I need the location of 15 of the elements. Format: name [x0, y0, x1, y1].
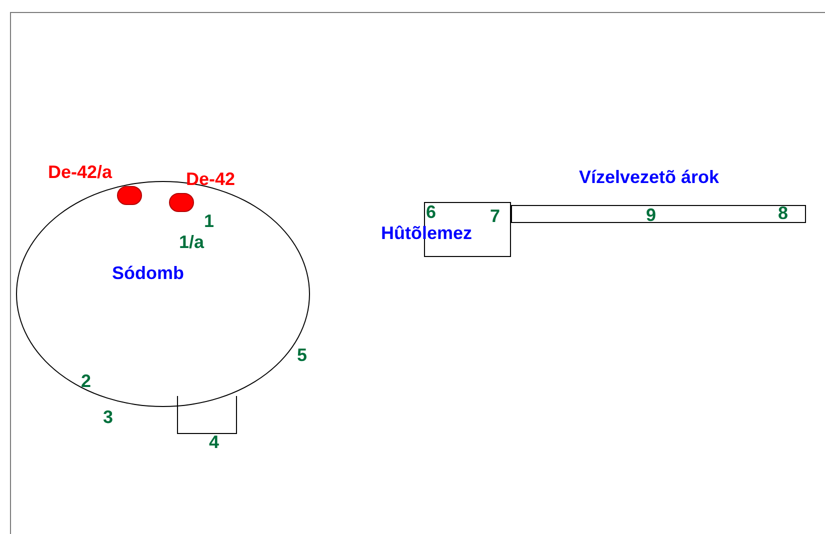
well-label: De-42	[186, 168, 236, 190]
point-number: 1	[204, 210, 214, 232]
point-number: 9	[646, 204, 656, 226]
area-label: Vízelvezetõ árok	[579, 166, 720, 188]
point-number: 2	[81, 370, 92, 392]
point-number: 7	[490, 205, 500, 227]
point-number: 8	[778, 202, 788, 224]
bracket-shape	[177, 396, 237, 434]
point-number: 1/a	[179, 231, 204, 253]
point-number: 6	[426, 201, 436, 223]
point-number: 4	[209, 431, 220, 453]
well-label: De-42/a	[48, 161, 112, 183]
point-number: 3	[103, 406, 114, 428]
point-number: 5	[297, 344, 308, 366]
area-label: Sódomb	[112, 262, 184, 284]
